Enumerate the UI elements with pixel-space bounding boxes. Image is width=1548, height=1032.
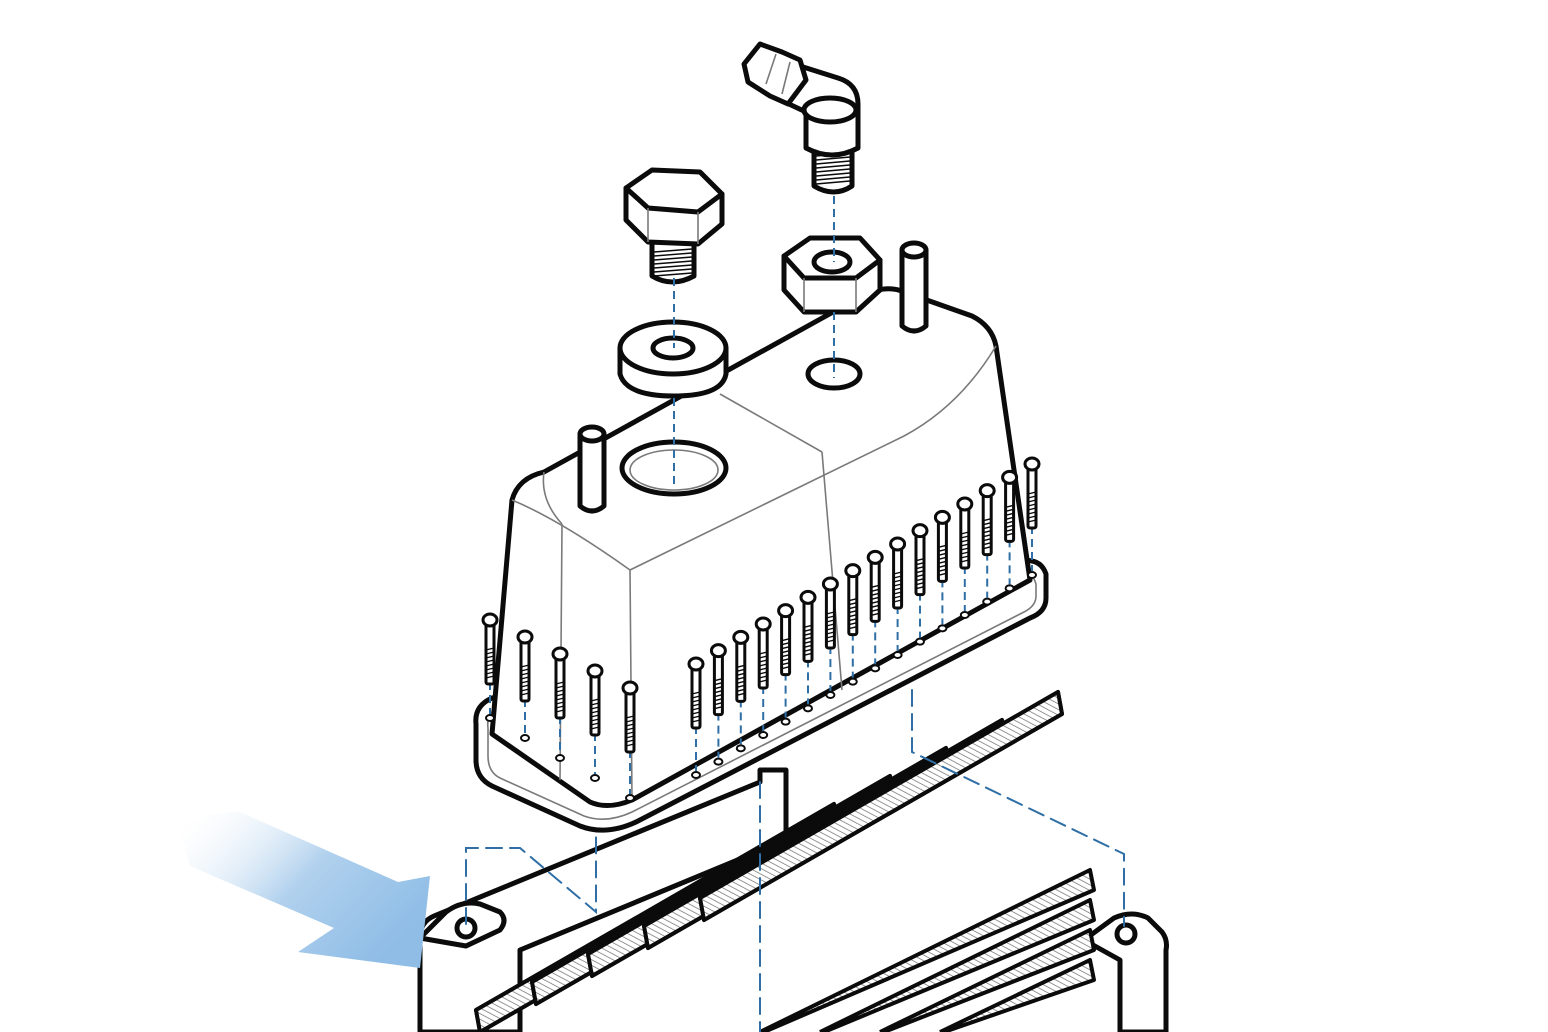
radiator-fin (698, 690, 1064, 922)
mounting-screw (551, 646, 569, 762)
mounting-screw (754, 616, 772, 739)
mounting-screw (889, 536, 907, 659)
mounting-screw (799, 589, 817, 713)
radiator-fin (939, 958, 1096, 1032)
hex-nut (781, 235, 883, 315)
mounting-screw (844, 563, 862, 686)
mounting-screws (481, 456, 1041, 802)
mounting-screw (732, 629, 750, 753)
mounting-screw (821, 576, 839, 699)
mounting-screw (866, 549, 884, 673)
elbow-hose-fitting (741, 41, 861, 195)
flow-arrow (180, 812, 430, 968)
mounting-screw (911, 523, 929, 646)
mounting-screw (516, 629, 534, 742)
component-guide-lines (673, 196, 835, 486)
radiator-fin (759, 868, 1096, 1032)
mounting-screw (687, 656, 705, 779)
assembly-guide-lines (465, 689, 1125, 1032)
mounting-screw (1023, 456, 1041, 579)
tank-cover (473, 286, 1049, 833)
mounting-screw (956, 496, 974, 619)
mounting-screw (621, 680, 639, 802)
hex-plug (623, 167, 725, 285)
radiator-core (417, 690, 1169, 1032)
mounting-screw (586, 663, 604, 782)
mounting-screw (777, 603, 795, 726)
mounting-screw (1001, 469, 1019, 593)
alignment-pin (577, 424, 607, 514)
mounting-screw (933, 509, 951, 633)
mounting-screw (481, 612, 499, 722)
radiator-fin (879, 928, 1096, 1032)
mounting-hole (1114, 922, 1138, 946)
radiator-fin (819, 898, 1096, 1032)
alignment-pin (899, 240, 929, 334)
outlet-opening (805, 357, 863, 391)
mounting-screw (709, 643, 727, 766)
mounting-screw (978, 483, 996, 606)
